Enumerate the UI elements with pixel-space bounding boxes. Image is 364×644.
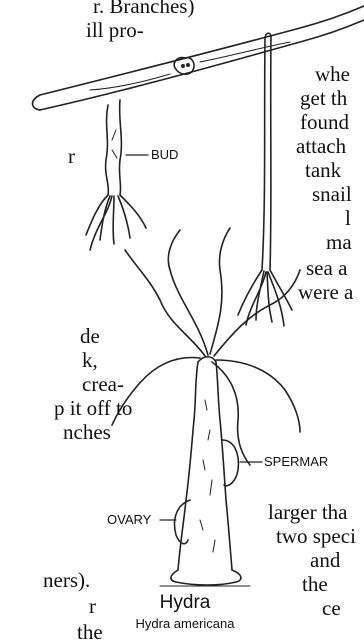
right-text-line-3: found: [300, 110, 349, 134]
left-text-line-5: k,: [82, 348, 98, 372]
ovary-label: OVARY: [107, 512, 151, 527]
left-text-line-11: the: [77, 620, 103, 644]
left-text-line-10: r: [89, 594, 96, 618]
right-text-line-5: tank: [305, 158, 341, 182]
left-text-line-4: de: [80, 324, 100, 348]
bud-body: [106, 105, 109, 195]
right-text-line-10: were a: [298, 280, 353, 304]
bud-label: BUD: [151, 147, 178, 162]
right-text-line-8: ma: [326, 230, 352, 254]
right-text-line-2: get th: [300, 86, 347, 110]
hydra-body: [178, 362, 198, 570]
left-text-line-8: nches: [63, 420, 111, 444]
right-text-line-15: ce: [322, 596, 341, 620]
left-text-line-9: ners).: [43, 568, 90, 592]
left-text-line-6: crea-: [82, 372, 124, 396]
right-text-line-7: l: [345, 206, 351, 230]
left-text-line-7: p it off to: [54, 396, 132, 420]
right-text-line-12: two speci: [276, 524, 356, 548]
right-text-line-11: larger tha: [268, 500, 348, 524]
spermary-label: SPERMAR: [264, 454, 328, 469]
right-text-line-4: attach: [296, 134, 346, 158]
right-text-line-6: snail: [312, 182, 352, 206]
right-text-line-14: the: [302, 572, 328, 596]
caption-scientific-name: Hydra americana: [110, 616, 260, 631]
left-text-line-1: r. Branches): [93, 0, 194, 18]
right-text-line-13: and: [310, 548, 340, 572]
left-text-line-2: ill pro-: [86, 18, 144, 42]
right-text-line-1: whe: [315, 62, 350, 86]
right-text-line-9: sea a: [306, 256, 347, 280]
caption-common-name: Hydra: [120, 592, 250, 614]
left-text-line-3: r: [68, 144, 75, 168]
